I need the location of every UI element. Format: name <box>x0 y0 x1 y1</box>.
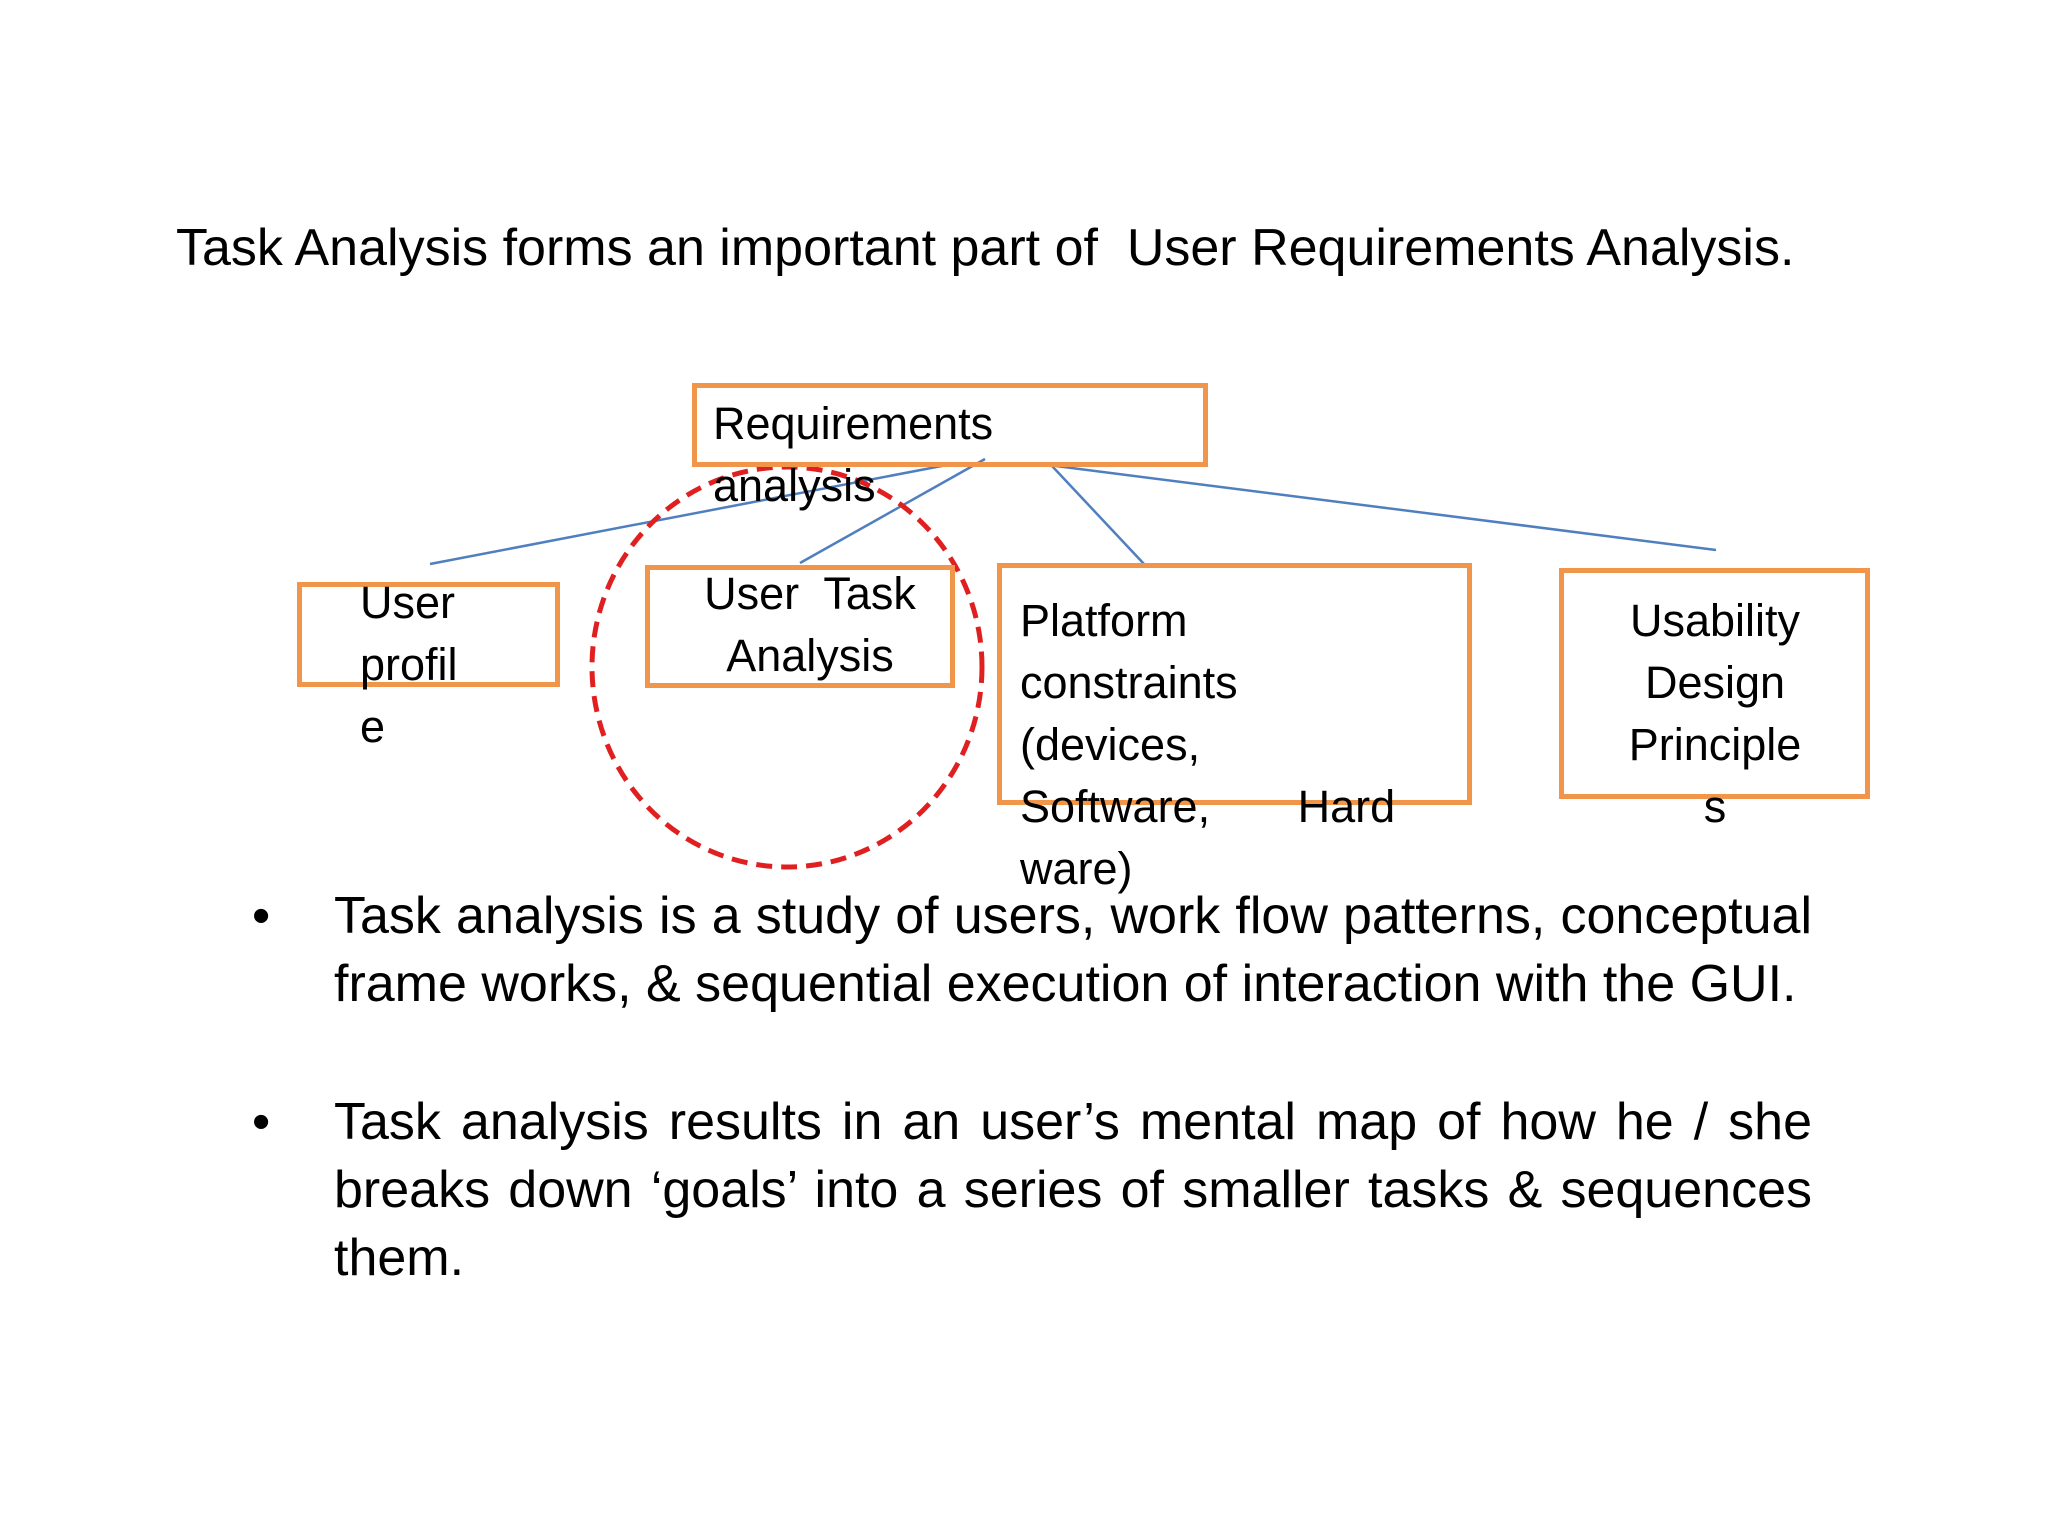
user-task-analysis-box <box>645 565 955 688</box>
user-profile-label: User profil e <box>360 577 458 752</box>
connector-user-profile <box>429 462 953 566</box>
bullet-text: Task analysis results in an user’s menta… <box>334 1093 1812 1287</box>
bullet-text: Task analysis is a study of users, work … <box>334 887 1812 1013</box>
bullet-marker: • <box>252 1093 271 1151</box>
connector-platform-constraints <box>1051 465 1145 565</box>
requirements-analysis-label: Requirements analysis <box>713 398 994 511</box>
bullet-item: • Task analysis results in an user’s men… <box>252 1088 1812 1292</box>
user-task-analysis-label: User Task Analysis <box>704 568 916 681</box>
platform-constraints-box <box>997 563 1472 805</box>
user-profile-box <box>297 582 560 687</box>
bullet-item: • Task analysis is a study of users, wor… <box>252 882 1812 1018</box>
connector-usability-design-principles <box>1055 464 1717 552</box>
usability-design-principles-box <box>1559 568 1870 799</box>
requirements-analysis-box <box>692 383 1208 467</box>
bullet-marker: • <box>252 887 271 945</box>
bullet-list: • Task analysis is a study of users, wor… <box>252 882 1812 1362</box>
highlight-circle <box>589 464 985 870</box>
connector-user-task-analysis <box>799 457 986 565</box>
usability-design-principles-label: Usability Design Principle s <box>1628 595 1802 832</box>
platform-constraints-label: Platform constraints (devices, Software,… <box>1020 595 1396 894</box>
slide-title: Task Analysis forms an important part of… <box>176 219 1795 277</box>
